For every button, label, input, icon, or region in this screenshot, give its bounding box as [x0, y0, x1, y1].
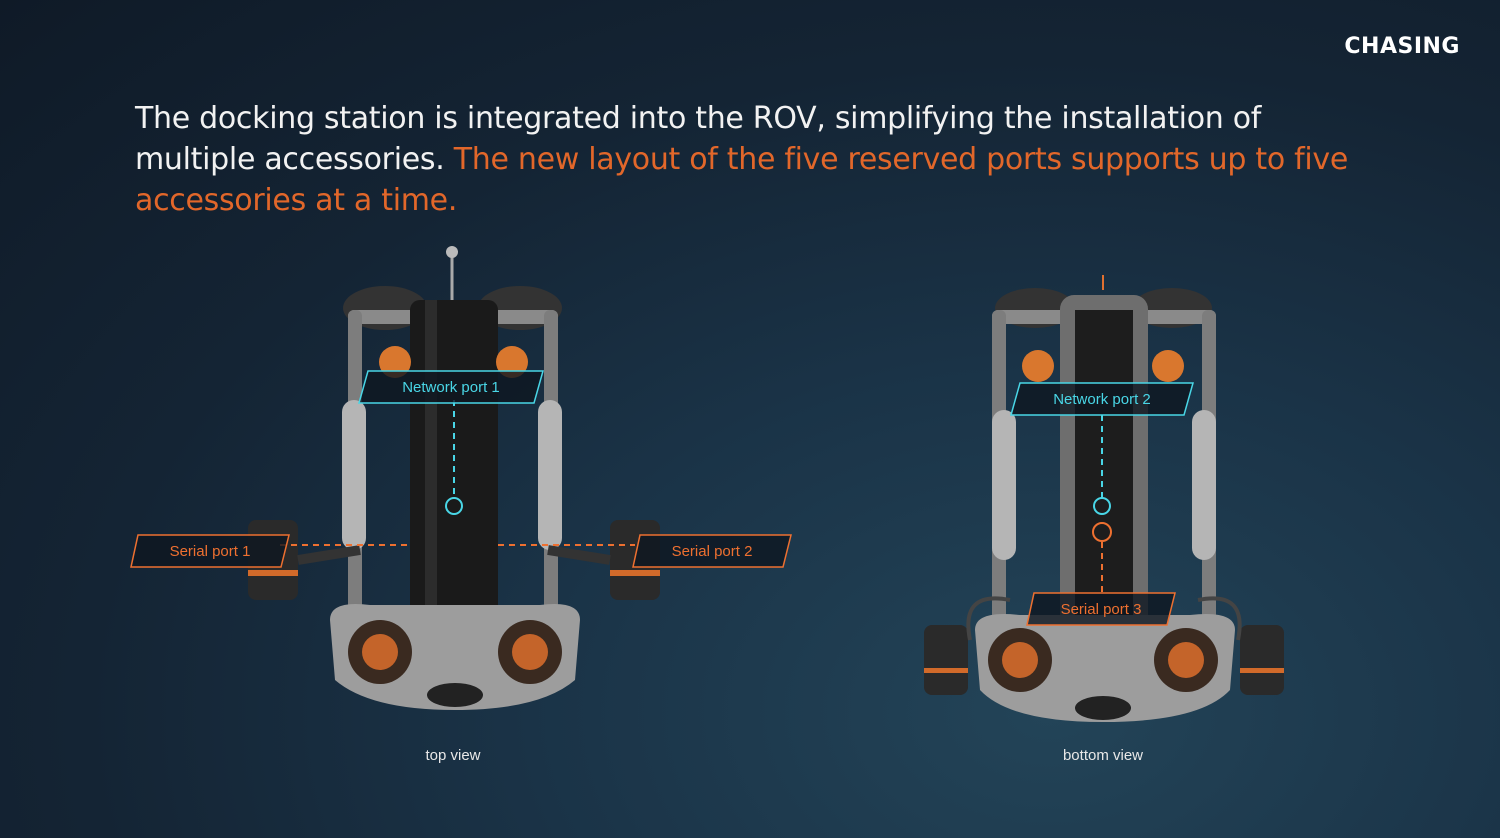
label-serial-port-2: Serial port 2	[632, 534, 792, 568]
bottom-view-caption: bottom view	[1062, 747, 1144, 764]
network-port-1-text: Network port 1	[402, 378, 500, 396]
label-network-port-2: Network port 2	[1010, 382, 1194, 416]
chasing-logo: CHASING	[1344, 34, 1460, 59]
headline-highlight: The new layout of the five reserved port…	[135, 142, 1349, 218]
label-serial-port-3: Serial port 3	[1026, 592, 1176, 626]
serial-port-3-text: Serial port 3	[1060, 600, 1142, 618]
rov-top-view-image	[248, 246, 660, 710]
network-port-2-text: Network port 2	[1053, 390, 1151, 408]
serial-port-1-text: Serial port 1	[169, 542, 251, 560]
serial-port-2-text: Serial port 2	[671, 542, 753, 560]
rov-bottom-view-image	[924, 275, 1284, 722]
label-network-port-1: Network port 1	[358, 370, 544, 404]
top-view-caption: top view	[425, 747, 481, 764]
label-serial-port-1: Serial port 1	[130, 534, 290, 568]
headline-white: The docking station is integrated into t…	[135, 101, 1262, 177]
headline: The docking station is integrated into t…	[135, 98, 1365, 221]
